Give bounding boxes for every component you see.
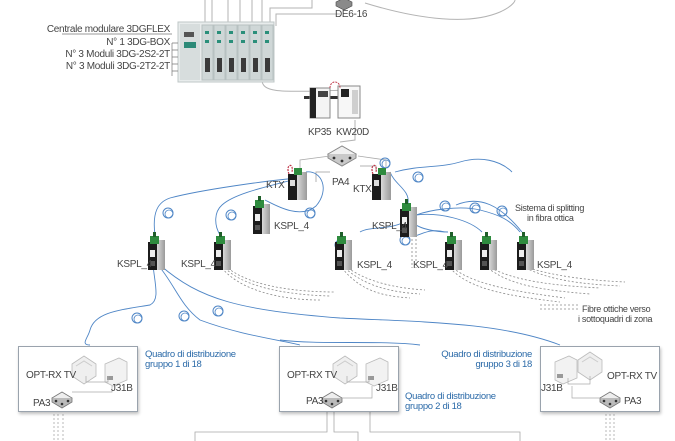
head-end-leaders	[62, 33, 178, 76]
kspl-label-4: KSPL_4	[372, 221, 407, 232]
board-1-splitter-label: PA3	[33, 398, 51, 409]
fibres-note-2: i sottoquadri di zona	[578, 314, 653, 324]
de6-16-label: DE6-16	[335, 9, 368, 20]
board-3-caption-1: Quadro di distribuzione	[441, 349, 532, 360]
kp35-label: KP35	[308, 127, 332, 138]
board-2-caption-2: gruppo 2 di 18	[405, 401, 462, 412]
fibre-bundles	[221, 235, 626, 310]
psu-kp35	[304, 87, 348, 119]
pa4-label: PA4	[332, 177, 350, 188]
ktx-left-label: KTX	[266, 180, 285, 191]
board-1-caption-2: gruppo 1 di 18	[145, 359, 202, 370]
kspl-label-6: KSPL_4	[413, 260, 448, 271]
kspl-label-7: KSPL_4	[537, 260, 572, 271]
board-2-amplifier-label: J31B	[376, 383, 398, 394]
ktx-right-device	[371, 164, 392, 201]
board-1-receiver-label: OPT-RX TV	[26, 370, 76, 381]
psu-kw20d	[337, 85, 361, 119]
ktx-left-device	[287, 164, 308, 201]
board-outputs	[53, 400, 615, 441]
board-1-amplifier-label: J31B	[111, 383, 133, 394]
board-2-splitter-label: PA3	[306, 396, 324, 407]
board-3-receiver-label: OPT-RX TV	[607, 371, 657, 382]
head-end-box-label: N° 1 3DG-BOX	[106, 37, 170, 48]
fiber-cables	[84, 158, 561, 346]
board-2-receiver-label: OPT-RX TV	[287, 370, 337, 381]
board-1-caption-1: Quadro di distribuzione	[145, 349, 236, 360]
head-end-modules-2s2-label: N° 3 Moduli 3DG-2S2-2T	[65, 49, 170, 60]
de6-16-device	[335, 0, 353, 11]
kspl-label-2: KSPL_4	[181, 259, 216, 270]
pa4-splitter	[326, 145, 358, 167]
head-end-3dgflex	[177, 21, 275, 83]
kspl-label-5: KSPL_4	[357, 260, 392, 271]
splitting-system-note-1: Sistema di splitting	[515, 203, 585, 213]
board-2-caption-1: Quadro di distribuzione	[405, 391, 496, 402]
kw20d-label: KW20D	[336, 127, 369, 138]
splitting-system-note-2: in fibra ottica	[527, 213, 574, 223]
kspl-label-3: KSPL_4	[274, 221, 309, 232]
fibres-note-1: Fibre ottiche verso	[582, 304, 651, 314]
board-3-splitter-label: PA3	[624, 396, 642, 407]
head-end-modules-2t2-label: N° 3 Moduli 3DG-2T2-2T	[65, 61, 170, 72]
board-3-amplifier-label: J31B	[541, 383, 563, 394]
kspl-label-1: KSPL_4	[117, 259, 152, 270]
head-end-title: Centrale modulare 3DGFLEX	[46, 24, 170, 35]
ktx-right-label: KTX	[353, 184, 372, 195]
board-3-caption-2: gruppo 3 di 18	[475, 359, 532, 370]
